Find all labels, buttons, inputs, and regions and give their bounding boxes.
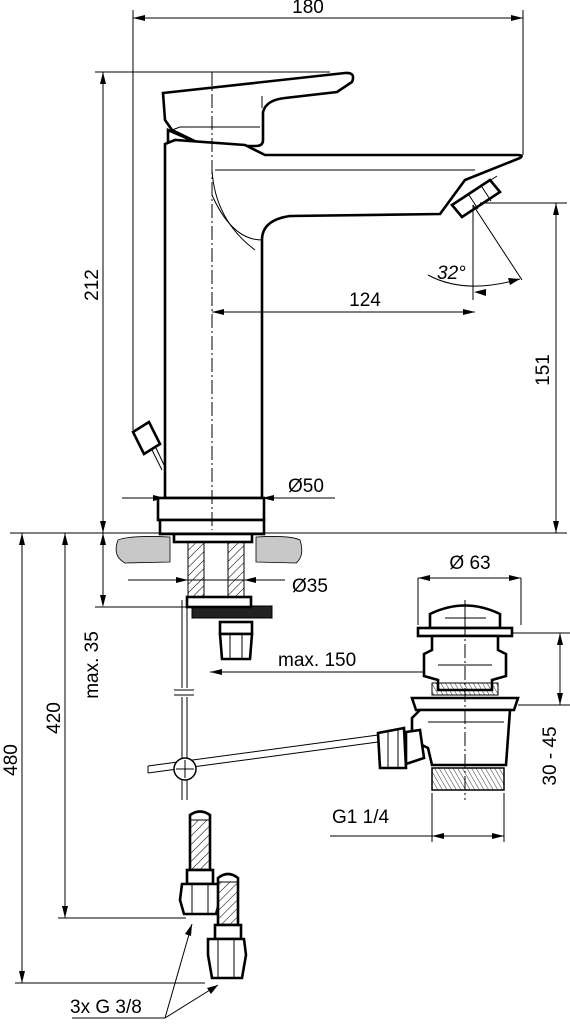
base-plate bbox=[156, 496, 266, 522]
dimension-total-height: 212 bbox=[82, 71, 330, 533]
dimension-connections: 3x G 3/8 bbox=[70, 923, 219, 1019]
label-124: 124 bbox=[349, 290, 381, 311]
dimension-depth-420: 420 bbox=[44, 533, 186, 919]
mounting-shank bbox=[172, 532, 273, 661]
aerator bbox=[450, 175, 502, 219]
dimension-spout-height: 151 bbox=[480, 202, 567, 533]
label-32: 32° bbox=[437, 263, 466, 284]
label-d63: Ø 63 bbox=[449, 553, 490, 574]
label-d50: Ø50 bbox=[288, 476, 324, 497]
label-480: 480 bbox=[1, 744, 22, 776]
lever-handle bbox=[161, 71, 355, 148]
dimension-body-diameter: Ø50 bbox=[122, 476, 335, 501]
faucet-side-view bbox=[131, 71, 523, 536]
dimension-spout-projection: 124 bbox=[212, 290, 475, 315]
label-max150: max. 150 bbox=[278, 650, 356, 671]
pop-up-rod bbox=[131, 420, 166, 471]
dimension-angle: 32° bbox=[427, 204, 523, 300]
label-420: 420 bbox=[44, 702, 65, 734]
label-151: 151 bbox=[533, 354, 554, 386]
dimension-depth-480: 480 bbox=[1, 533, 205, 984]
fixing-nut bbox=[218, 620, 254, 661]
label-max35: max. 35 bbox=[82, 631, 103, 699]
label-g114: G1 1/4 bbox=[332, 807, 389, 828]
pop-up-rod-lower bbox=[147, 600, 379, 800]
basin-section bbox=[115, 536, 303, 564]
label-30-45: 30 - 45 bbox=[540, 726, 561, 785]
label-d35: Ø35 bbox=[292, 576, 328, 597]
label-212: 212 bbox=[82, 269, 103, 301]
label-3xg38: 3x G 3/8 bbox=[70, 997, 142, 1018]
dimension-waste-thread: G1 1/4 bbox=[330, 793, 505, 842]
dimension-shank-diameter: Ø35 bbox=[128, 576, 328, 597]
dimension-max-35: max. 35 bbox=[82, 533, 187, 699]
spout bbox=[163, 138, 523, 500]
pop-up-waste bbox=[376, 600, 520, 800]
dimension-waste-diameter: Ø 63 bbox=[417, 553, 522, 625]
dimension-waste-range: 30 - 45 bbox=[512, 632, 570, 786]
label-180: 180 bbox=[292, 0, 324, 18]
flexible-hoses bbox=[178, 810, 248, 980]
dimension-overall-width: 180 bbox=[132, 0, 524, 430]
